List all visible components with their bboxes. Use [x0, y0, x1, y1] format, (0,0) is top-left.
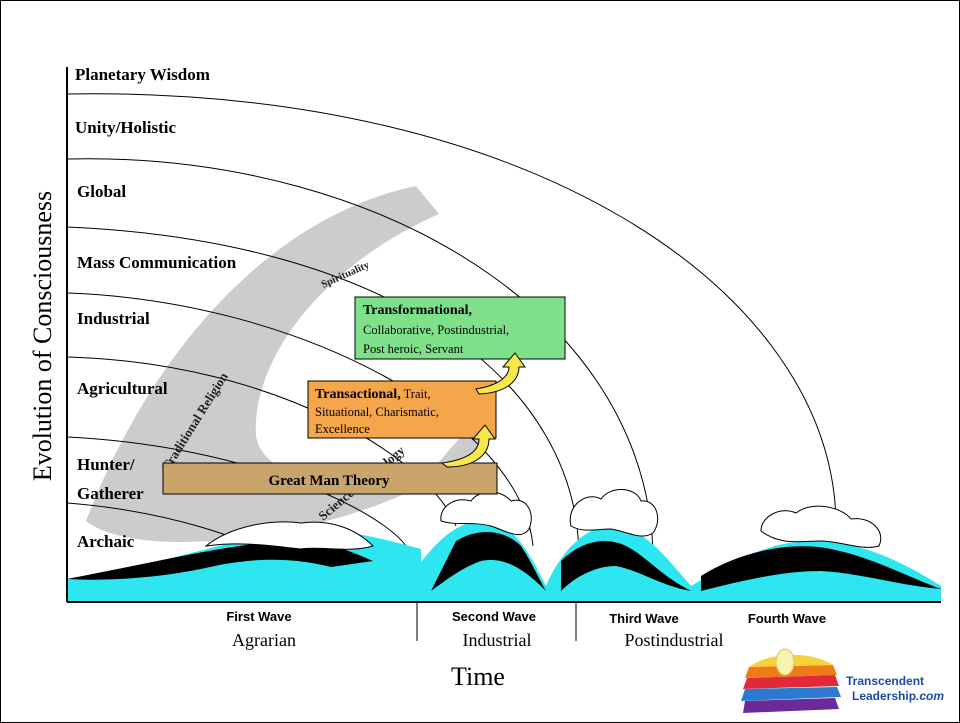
wave-dividers: [416, 602, 577, 641]
waves: [67, 489, 941, 601]
axes: [66, 67, 941, 603]
wave-2-dark: [431, 531, 546, 591]
level-industrial: Industrial: [77, 309, 150, 328]
transactional-title: Transactional,: [315, 387, 401, 402]
transactional-box: [307, 380, 497, 439]
arc-mass: [66, 292, 534, 547]
level-labels: Planetary Wisdom Unity/Holistic Global M…: [75, 65, 237, 551]
logo-line-2-name: Leadership: [852, 689, 916, 703]
level-global: Global: [77, 182, 126, 201]
level-planetary: Planetary Wisdom: [75, 65, 210, 84]
great-man-box: [162, 462, 498, 495]
wave-title-second: Second Wave: [452, 609, 536, 624]
transformational-line-2: Collaborative, Postindustrial,: [363, 323, 509, 337]
logo-line-2: Leadership.com: [852, 689, 944, 703]
wave-title-first: First Wave: [226, 609, 291, 624]
level-archaic: Archaic: [77, 532, 135, 551]
consciousness-arcs: [66, 93, 837, 602]
level-gatherer: Gatherer: [77, 484, 144, 503]
great-man-title: Great Man Theory: [268, 473, 390, 489]
wave-3-foam: [569, 489, 659, 537]
wave-title-third: Third Wave: [609, 611, 679, 626]
transactional-line-3: Excellence: [315, 422, 370, 436]
transcendent-leadership-logo: Transcendent Leadership.com: [741, 648, 944, 713]
curved-arrows: [440, 352, 526, 468]
wave-3-dark: [561, 541, 691, 591]
wave-title-fourth: Fourth Wave: [748, 611, 826, 626]
arrow-to-transactional-icon: [440, 424, 496, 468]
level-agricultural: Agricultural: [77, 379, 168, 398]
arrow-to-transformational-icon: [475, 352, 526, 395]
era-industrial: Industrial: [463, 630, 532, 650]
era-labels: Agrarian Industrial Postindustrial: [232, 630, 723, 650]
transactional-line-1: Transactional, Trait,: [315, 387, 431, 402]
era-postindustrial: Postindustrial: [624, 630, 723, 650]
wave-1-foam: [204, 521, 374, 550]
transactional-line1-rest: Trait,: [401, 387, 431, 401]
era-agrarian: Agrarian: [232, 630, 296, 650]
transformational-title: Transformational,: [363, 303, 472, 318]
wave-1-dark: [67, 540, 373, 580]
arc-unity: [66, 158, 654, 602]
level-mass: Mass Communication: [77, 253, 237, 272]
x-axis-title: Time: [451, 662, 505, 691]
wave-2-foam: [440, 491, 532, 536]
y-axis-title: Evolution of Consciousness: [28, 191, 57, 481]
wave-4-dark: [701, 546, 941, 591]
arc-planetary: [66, 93, 837, 522]
wave-4-foam: [760, 505, 882, 548]
transactional-line-2: Situational, Charismatic,: [315, 405, 439, 419]
logo-line-1: Transcendent: [846, 674, 924, 688]
level-unity: Unity/Holistic: [75, 118, 177, 137]
logo-line-2-suffix: .com: [916, 689, 944, 703]
transformational-line-3: Post heroic, Servant: [363, 342, 464, 356]
wave-titles: First Wave Second Wave Third Wave Fourth…: [226, 609, 826, 626]
level-hunter: Hunter/: [77, 455, 135, 474]
book-stack-icon: [741, 648, 841, 713]
gray-band: [86, 186, 479, 542]
transformational-box: [354, 296, 566, 360]
